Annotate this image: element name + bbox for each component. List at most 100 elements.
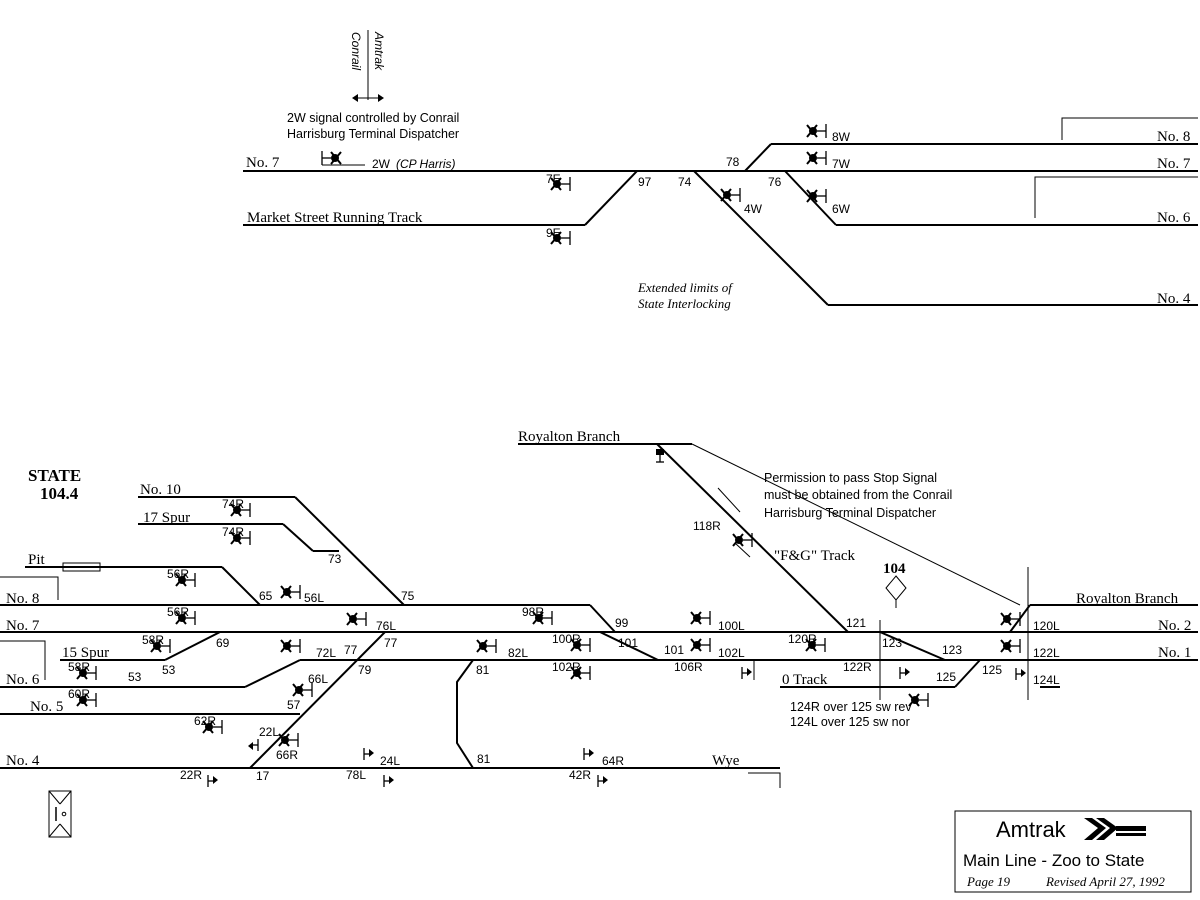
signal-label-122l: 122L — [1033, 646, 1060, 660]
track-label-0-track: 0 Track — [782, 672, 828, 688]
amtrak-logo-icon — [1084, 818, 1146, 840]
signal-2w-icon — [321, 150, 365, 166]
limits-note-line1: Extended limits of — [637, 280, 734, 295]
track-label-royalton-branch-right: Royalton Branch — [1076, 591, 1179, 607]
switch-label-77a: 77 — [344, 643, 358, 657]
milepost-104-icon — [885, 575, 907, 608]
signal-124l-icon — [1015, 667, 1027, 681]
switch-label-75: 75 — [401, 589, 415, 603]
track-label-15-spur: 15 Spur — [62, 645, 109, 661]
track-label-no5: No. 5 — [30, 699, 63, 715]
track-label-no4: No. 4 — [6, 753, 40, 769]
signal-22r-icon — [207, 774, 219, 788]
signal-label-72l: 72L — [316, 646, 336, 660]
signal-label-82l: 82L — [508, 646, 528, 660]
signal-label-7e: 7E — [546, 172, 561, 186]
track-label-no8: No. 8 — [6, 591, 39, 607]
signal-label-60r: 60R — [68, 687, 90, 701]
track-label-no7: No. 7 — [6, 618, 40, 634]
limits-note-line2: State Interlocking — [638, 296, 731, 311]
signal-label-78l: 78L — [346, 768, 366, 782]
diagram-title: Main Line - Zoo to State — [963, 851, 1144, 870]
derail-icon — [717, 487, 751, 558]
signal-label-74r-b: 74R — [222, 525, 244, 539]
signal-label-56r-b: 56R — [167, 605, 189, 619]
company-name: Amtrak — [996, 817, 1067, 842]
signal-76l-icon — [346, 611, 367, 627]
switch-label-81b: 81 — [477, 752, 491, 766]
track-label-wye: Wye — [712, 753, 740, 769]
title-block: Amtrak Main Line - Zoo to State Page 19 … — [954, 810, 1192, 893]
signal-label-22l: 22L — [259, 725, 279, 739]
signal-label-124l: 124L — [1033, 673, 1060, 687]
switch-label-77b: 77 — [384, 636, 398, 650]
switch-label-69: 69 — [216, 636, 230, 650]
signal-label-8w: 8W — [832, 130, 851, 144]
signal-label-7w: 7W — [832, 157, 851, 171]
signal-102l-icon — [690, 637, 711, 653]
track-label-no7-upper-left: No. 7 — [246, 155, 280, 171]
switch-label-121: 121 — [846, 616, 866, 630]
signal-label-100r: 100R — [552, 632, 581, 646]
switch-label-17: 17 — [256, 769, 270, 783]
switch-label-78: 78 — [726, 155, 740, 169]
switch-label-53: 53 — [128, 670, 142, 684]
signal-8w-icon — [806, 123, 827, 139]
signal-note-cp-harris: (CP Harris) — [396, 157, 456, 171]
switch-label-57: 57 — [287, 698, 301, 712]
switch-label-101b: 101 — [664, 643, 684, 657]
signal-label-56r-a: 56R — [167, 567, 189, 581]
track-label-fg-track: "F&G" Track — [774, 548, 856, 564]
stop-sign-icon — [656, 449, 664, 463]
switch-label-74: 74 — [678, 175, 692, 189]
signal-106r-icon — [741, 666, 753, 680]
signal-label-102l: 102L — [718, 646, 745, 660]
signal-label-122r: 122R — [843, 660, 872, 674]
signal-label-6w: 6W — [832, 202, 851, 216]
signal-6w-icon — [806, 188, 827, 204]
signal-24l-icon — [363, 747, 375, 761]
lower-tracks — [0, 443, 1198, 788]
milepost-104-label: 104 — [883, 561, 906, 577]
switch-label-81a: 81 — [476, 663, 490, 677]
signal-label-2w: 2W — [372, 157, 391, 171]
signal-label-64r: 64R — [602, 754, 624, 768]
signal-82l-icon — [476, 638, 497, 654]
track-label-no10: No. 10 — [140, 482, 181, 498]
permission-note-line2: must be obtained from the Conrail — [764, 488, 952, 502]
station-name: STATE — [28, 466, 81, 485]
signal-label-24l: 24L — [380, 754, 400, 768]
signal-label-58r-b: 58R — [68, 660, 90, 674]
switch-label-53b: 53 — [162, 663, 176, 677]
signal-label-42r: 42R — [569, 768, 591, 782]
signal-label-58r-a: 58R — [142, 633, 164, 647]
switch-label-125a: 125 — [936, 670, 956, 684]
track-label-17-spur: 17 Spur — [143, 510, 190, 526]
signal-label-66l: 66L — [308, 672, 328, 686]
signal-64r-icon — [583, 747, 595, 761]
signal-22l-icon — [247, 738, 259, 752]
signal-label-56l: 56L — [304, 591, 324, 605]
lower-diagram: STATE 104.4 — [0, 429, 1198, 838]
signal-label-62r: 62R — [194, 714, 216, 728]
signal-42r-icon — [597, 774, 609, 788]
signal-122l-icon — [1000, 638, 1021, 654]
track-label-no6: No. 6 — [6, 672, 40, 688]
signal-label-74r-a: 74R — [222, 497, 244, 511]
signal-124r-icon — [908, 692, 929, 708]
upper-diagram: Conrail Amtrak 2W signal controlled by C… — [243, 30, 1198, 311]
track-label-no6-upper: No. 6 — [1157, 210, 1191, 226]
track-label-no1: No. 1 — [1158, 645, 1191, 661]
station-milepost: 104.4 — [40, 484, 79, 503]
switch-label-123b: 123 — [942, 643, 962, 657]
switch-label-65: 65 — [259, 589, 273, 603]
switch-label-123a: 123 — [882, 636, 902, 650]
legend-icon — [48, 790, 72, 838]
switch-label-101a: 101 — [618, 636, 638, 650]
signal-label-102r: 102R — [552, 660, 581, 674]
note-2w-line2: Harrisburg Terminal Dispatcher — [287, 127, 459, 141]
signal-label-22r: 22R — [180, 768, 202, 782]
switch-label-73: 73 — [328, 552, 342, 566]
signal-label-66r: 66R — [276, 748, 298, 762]
